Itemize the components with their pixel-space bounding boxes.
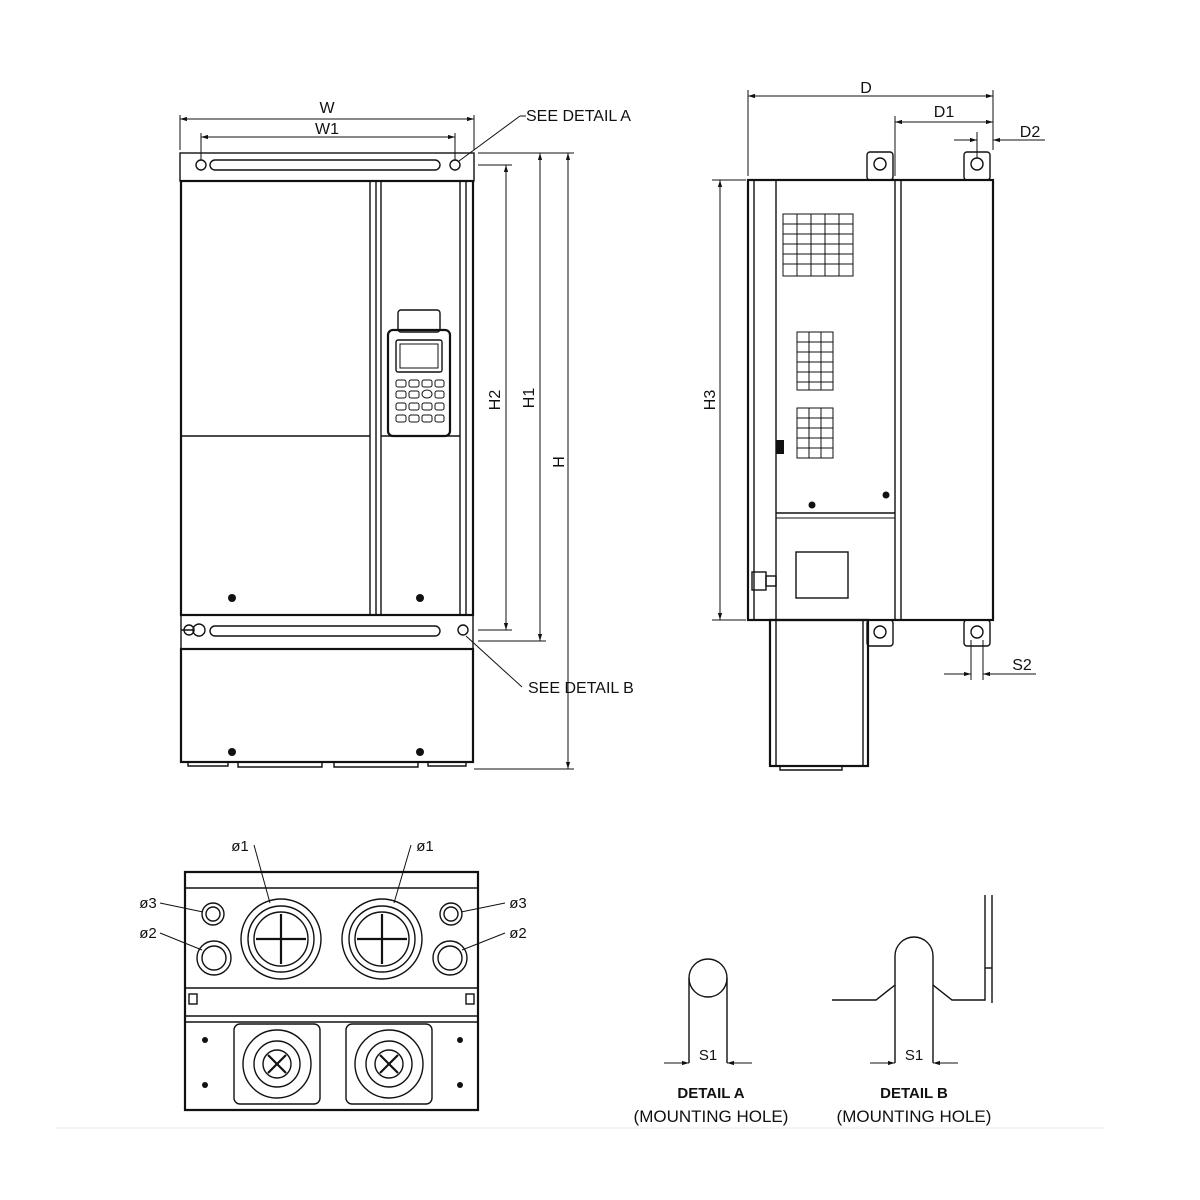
label-phi3-right: ø3 <box>509 895 527 912</box>
detail-b: S1 DETAIL B (MOUNTING HOLE) <box>832 895 993 1126</box>
label-phi1-left: ø1 <box>231 838 249 855</box>
detail-a-s1-label: S1 <box>699 1047 717 1064</box>
label-phi2-right: ø2 <box>509 925 527 942</box>
label-phi2-left: ø2 <box>139 925 157 942</box>
keypad <box>386 309 452 438</box>
side-view: D D1 D2 H3 S2 <box>702 80 1045 771</box>
callout-detail-a: SEE DETAIL A <box>526 108 631 125</box>
dim-d-label: D <box>860 80 872 97</box>
dim-h2-label: H2 <box>487 390 504 411</box>
callout-detail-b: SEE DETAIL B <box>528 680 634 697</box>
dim-h3-label: H3 <box>702 390 719 411</box>
dim-h1-label: H1 <box>521 388 538 409</box>
detail-a-subtitle: (MOUNTING HOLE) <box>634 1107 789 1126</box>
detail-a: S1 DETAIL A (MOUNTING HOLE) <box>634 958 789 1126</box>
mounting-hole-top-right <box>449 159 461 171</box>
mounting-hole-top-left <box>195 159 207 171</box>
detail-b-title: DETAIL B <box>880 1085 948 1102</box>
dim-w-label: W <box>319 100 335 117</box>
front-view: W W1 SEE DETAIL A SEE DETAIL B H2 H1 H <box>179 100 634 770</box>
detail-b-s1-label: S1 <box>905 1047 923 1064</box>
mounting-hole-bottom-right <box>457 624 469 636</box>
label-phi3-left: ø3 <box>139 895 157 912</box>
dim-w1-label: W1 <box>315 121 339 138</box>
dim-d1-label: D1 <box>934 104 955 121</box>
bottom-view: ø1 ø1 ø3 ø3 ø2 ø2 <box>139 838 527 1112</box>
dim-h-label: H <box>551 456 568 468</box>
label-phi1-right: ø1 <box>416 838 434 855</box>
mounting-hole-bottom-left <box>183 624 195 636</box>
detail-a-title: DETAIL A <box>677 1085 744 1102</box>
detail-b-subtitle: (MOUNTING HOLE) <box>837 1107 992 1126</box>
dim-d2-label: D2 <box>1020 124 1041 141</box>
dim-s2-label: S2 <box>1012 657 1032 674</box>
